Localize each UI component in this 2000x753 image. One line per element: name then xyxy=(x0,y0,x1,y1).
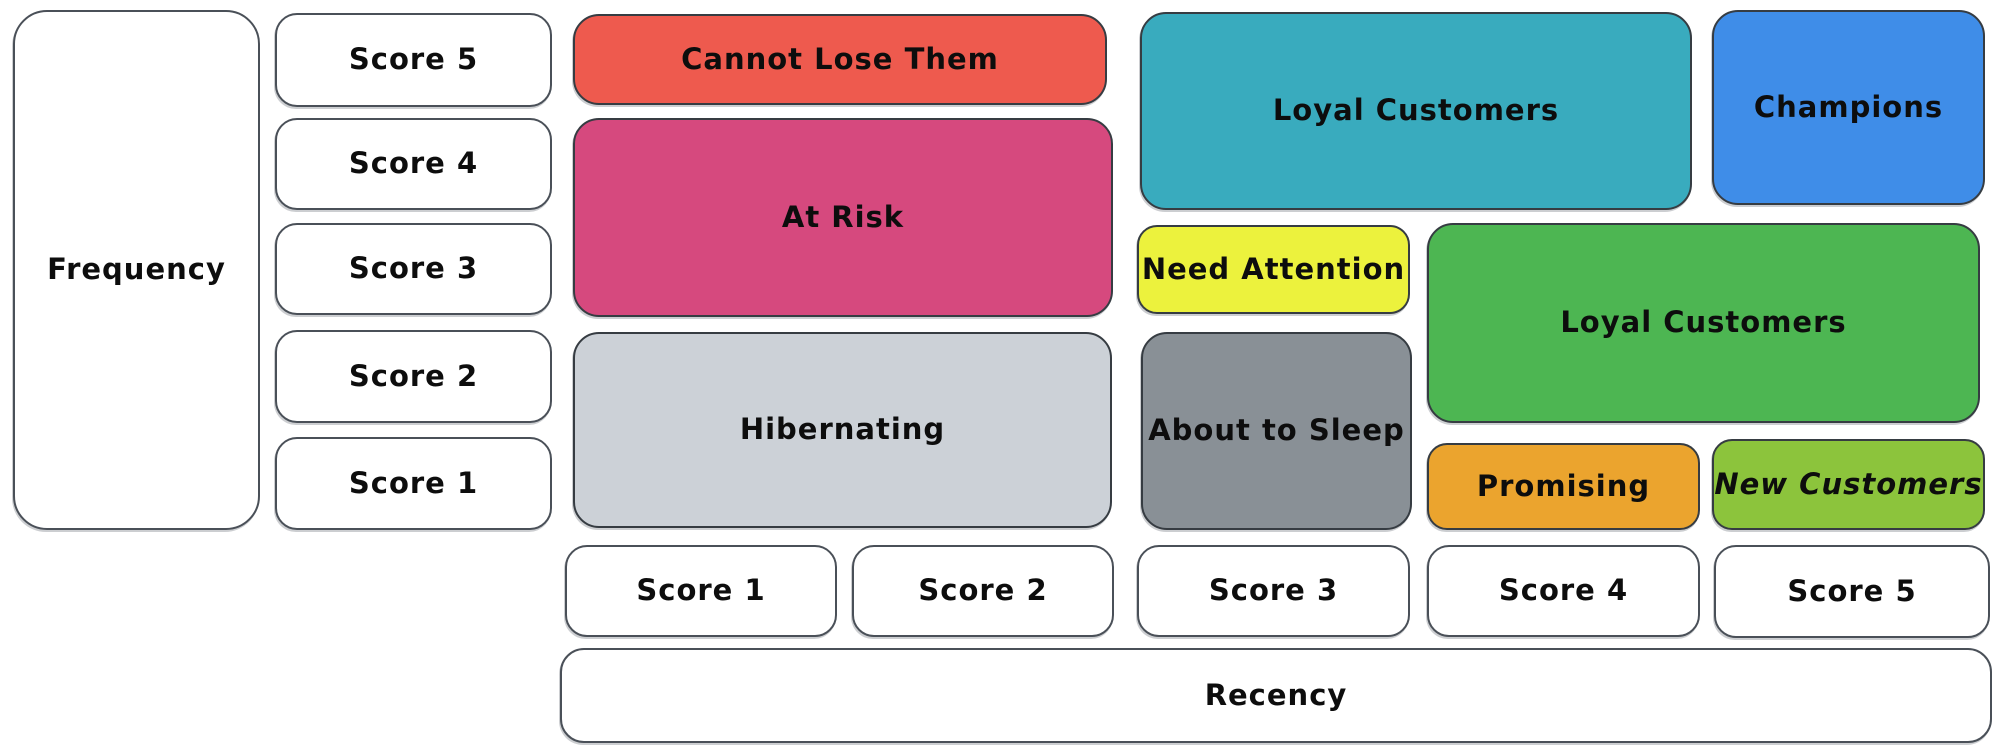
segment-hibernating: Hibernating xyxy=(573,332,1112,528)
recency-score-3: Score 3 xyxy=(1137,545,1410,637)
segment-cannot-lose-them-label: Cannot Lose Them xyxy=(681,41,999,76)
recency-score-4: Score 4 xyxy=(1427,545,1700,637)
segment-hibernating-label: Hibernating xyxy=(739,412,946,447)
segment-champions: Champions xyxy=(1712,10,1985,205)
segment-promising: Promising xyxy=(1427,443,1700,530)
recency-axis-label-box: Recency xyxy=(560,648,1992,743)
segment-new-customers: New Customers xyxy=(1712,439,1985,530)
recency-axis-label: Recency xyxy=(1204,677,1348,712)
frequency-score-1: Score 1 xyxy=(275,437,552,530)
frequency-score-1-label: Score 1 xyxy=(348,465,479,500)
frequency-score-2-label: Score 2 xyxy=(348,358,479,393)
recency-score-1: Score 1 xyxy=(565,545,837,637)
segment-need-attention-label: Need Attention xyxy=(1141,251,1406,286)
frequency-axis-label-box: Frequency xyxy=(13,10,260,530)
recency-score-2: Score 2 xyxy=(852,545,1114,637)
segment-champions-label: Champions xyxy=(1753,89,1944,124)
segment-at-risk: At Risk xyxy=(573,118,1113,317)
recency-score-2-label: Score 2 xyxy=(918,573,1048,608)
segment-new-customers-label: New Customers xyxy=(1714,466,1983,501)
segment-loyal-customers-teal: Loyal Customers xyxy=(1140,12,1692,210)
frequency-axis-label: Frequency xyxy=(47,252,226,287)
frequency-score-4: Score 4 xyxy=(275,118,552,210)
segment-loyal-customers-green: Loyal Customers xyxy=(1427,223,1980,423)
segment-need-attention: Need Attention xyxy=(1137,225,1410,314)
recency-score-4-label: Score 4 xyxy=(1498,573,1629,608)
segment-loyal-customers-teal-label: Loyal Customers xyxy=(1272,93,1560,128)
frequency-score-3: Score 3 xyxy=(275,223,552,315)
frequency-score-3-label: Score 3 xyxy=(348,251,479,286)
segment-loyal-customers-green-label: Loyal Customers xyxy=(1560,305,1847,340)
segment-at-risk-label: At Risk xyxy=(781,199,905,234)
segment-about-to-sleep: About to Sleep xyxy=(1141,332,1412,530)
segment-about-to-sleep-label: About to Sleep xyxy=(1148,413,1405,448)
recency-score-5: Score 5 xyxy=(1714,545,1990,638)
segment-promising-label: Promising xyxy=(1476,468,1651,503)
frequency-score-2: Score 2 xyxy=(275,330,552,423)
frequency-score-5: Score 5 xyxy=(275,13,552,107)
recency-score-3-label: Score 3 xyxy=(1208,573,1339,608)
frequency-score-5-label: Score 5 xyxy=(348,42,479,77)
recency-score-1-label: Score 1 xyxy=(636,573,766,608)
segment-cannot-lose-them: Cannot Lose Them xyxy=(573,14,1107,105)
recency-score-5-label: Score 5 xyxy=(1787,573,1917,608)
frequency-score-4-label: Score 4 xyxy=(348,146,479,181)
